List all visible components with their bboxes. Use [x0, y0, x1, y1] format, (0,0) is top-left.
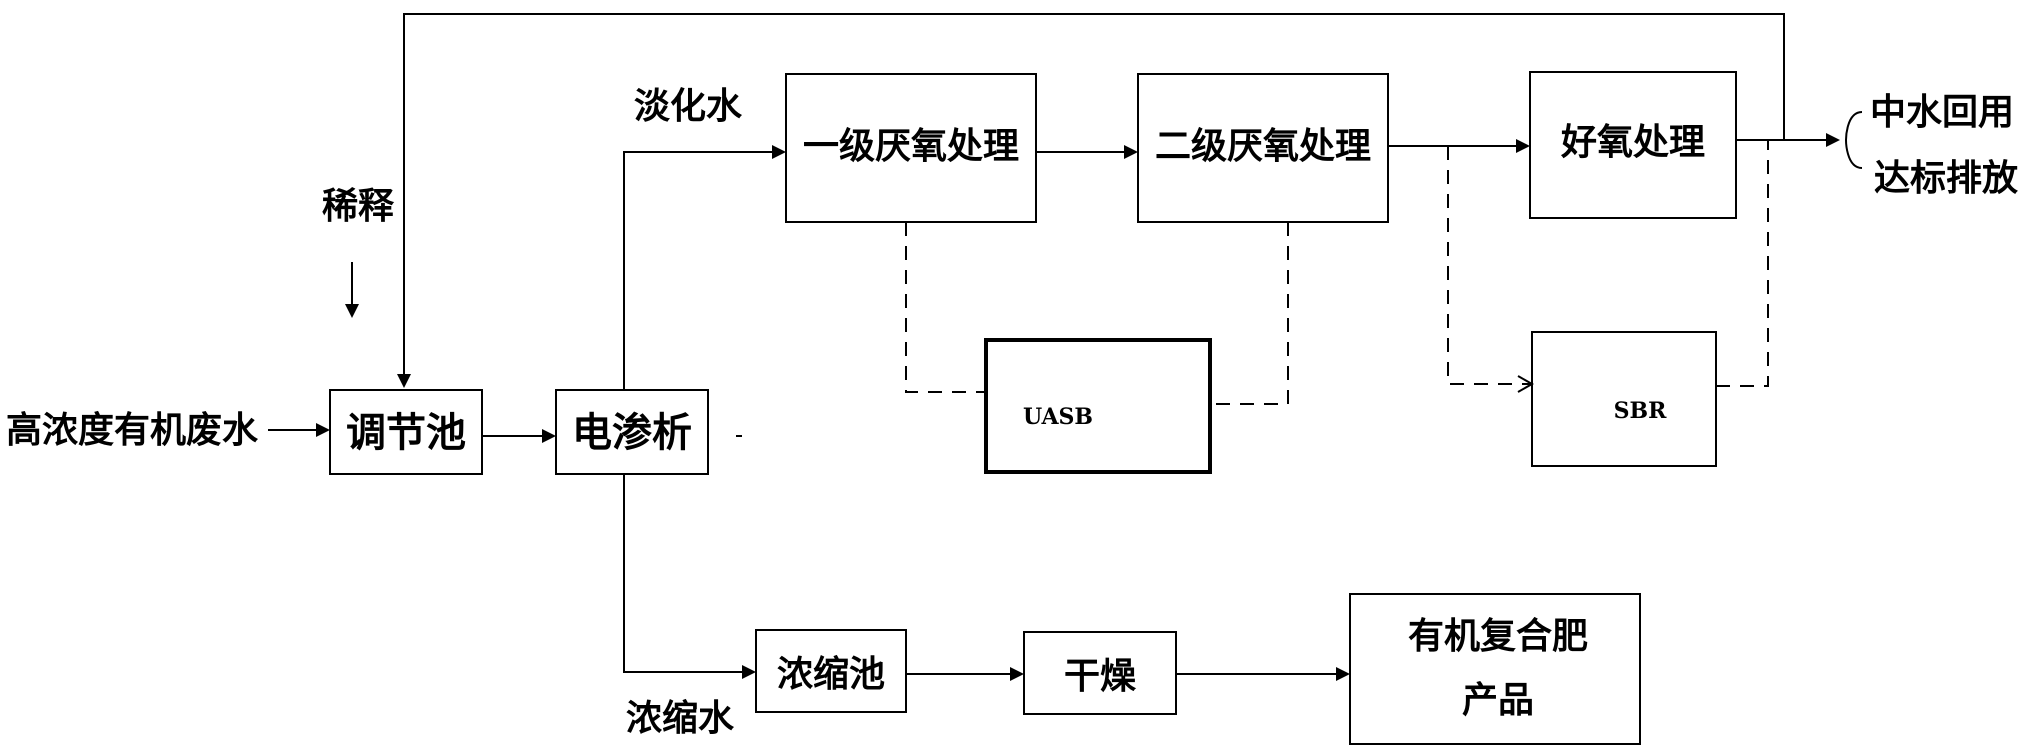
fertilizer-label-line2: 产品	[1462, 680, 1534, 721]
fertilizer-label-line1: 有机复合肥	[1408, 616, 1588, 657]
anaerobic-1-box	[785, 73, 1037, 223]
drying-label: 干燥	[1064, 656, 1137, 697]
arrow-to-output	[1826, 133, 1840, 147]
arrow-to-electrodialysis	[542, 429, 556, 443]
dashed-uasb-left	[905, 222, 986, 393]
regulating-tank-box	[329, 389, 483, 475]
dilution-label: 稀释	[322, 186, 395, 227]
sbr-label: SBR	[1614, 398, 1667, 424]
concentration-tank-box	[755, 629, 907, 713]
reuse-label: 中水回用	[1870, 92, 2014, 133]
arrow-recycle-to-tank	[397, 374, 411, 388]
arrow-to-fertilizer	[1336, 667, 1350, 681]
arrow-dilution	[345, 304, 359, 318]
arrow-to-drying	[1010, 667, 1024, 681]
arrow-to-regulating-tank	[316, 423, 330, 437]
discharge-label: 达标排放	[1874, 158, 2018, 199]
arrow-to-sbr	[1517, 375, 1535, 393]
arrow-to-anaerobic-1	[772, 145, 786, 159]
sbr-box	[1531, 331, 1717, 467]
dashed-sbr-left	[1447, 146, 1532, 385]
flow-concentrated-water	[623, 474, 742, 673]
aerobic-label: 好氧处理	[1560, 122, 1705, 163]
flow-desalinated-water	[623, 151, 772, 390]
wastewater-label: 高浓度有机废水	[6, 410, 259, 451]
dashed-uasb-right	[1210, 222, 1289, 405]
aerobic-box	[1529, 71, 1737, 219]
drying-box	[1023, 631, 1177, 715]
dashed-sbr-right	[1716, 140, 1769, 387]
fertilizer-product-box	[1349, 593, 1641, 745]
desalinated-water-label: 淡化水	[634, 86, 743, 127]
concentrated-water-label: 浓缩水	[626, 698, 735, 739]
electrodialysis-box	[555, 389, 709, 475]
flow-recycle-loop	[403, 13, 1785, 374]
anaerobic-2-box	[1137, 73, 1389, 223]
arrow-to-aerobic	[1516, 139, 1530, 153]
anaerobic-1-label: 一级厌氧处理	[803, 126, 1019, 167]
concentration-tank-label: 浓缩池	[777, 654, 885, 695]
output-bracket	[1844, 111, 1863, 169]
electrodialysis-label: 电渗析	[572, 410, 692, 456]
regulating-tank-label: 调节池	[346, 410, 466, 456]
arrow-to-concentration-tank	[742, 665, 756, 679]
arrow-to-anaerobic-2	[1124, 145, 1138, 159]
uasb-label: UASB	[1023, 404, 1093, 430]
uasb-box	[984, 338, 1212, 474]
anaerobic-2-label: 二级厌氧处理	[1155, 126, 1371, 167]
